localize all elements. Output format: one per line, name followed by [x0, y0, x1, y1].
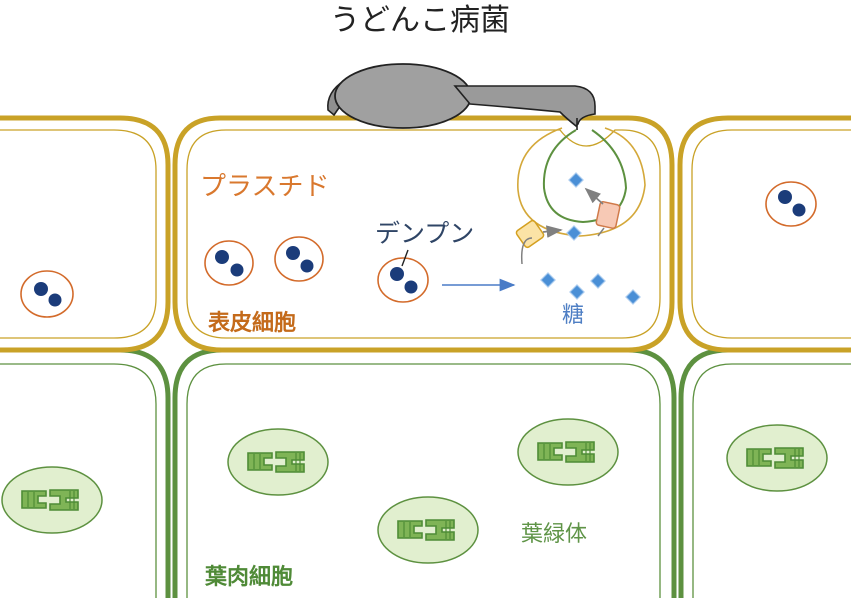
epidermal-cell-right	[677, 115, 851, 353]
plastid	[20, 270, 74, 318]
gray-arrows	[520, 187, 605, 265]
epidermal-cell-center	[172, 115, 675, 353]
sugar-diamond	[569, 284, 585, 300]
sugar-diamond	[540, 272, 556, 288]
label-starch: デンプン	[375, 219, 474, 248]
chloroplast	[377, 496, 479, 564]
label-plastid: プラスチド	[200, 172, 329, 202]
plastid	[274, 236, 324, 282]
chloroplast	[517, 418, 619, 486]
chloroplast	[726, 424, 828, 492]
haustorium	[517, 127, 646, 237]
plastid	[204, 240, 254, 286]
chloroplast	[227, 428, 329, 496]
sugar-molecules	[540, 172, 641, 305]
label-sugar: 糖	[562, 303, 584, 328]
powdery-mildew-fungus	[327, 63, 596, 130]
transporter-pink	[595, 200, 621, 230]
chloroplast	[1, 466, 103, 534]
sugar-diamond	[625, 289, 641, 305]
sugar-diamond	[566, 225, 582, 241]
sugar-diamond	[590, 273, 606, 289]
plastid	[765, 181, 817, 227]
diagram-title: うどんこ病菌	[330, 3, 510, 38]
plastid	[377, 257, 429, 303]
label-epidermal-cell: 表皮細胞	[208, 310, 296, 336]
transporter-yellow	[515, 219, 545, 249]
sugar-diamond	[568, 172, 584, 188]
epidermal-cell-left	[0, 115, 171, 353]
starch-pointer	[401, 249, 409, 267]
label-chloroplast: 葉緑体	[521, 522, 587, 547]
label-mesophyll-cell: 葉肉細胞	[204, 564, 293, 590]
